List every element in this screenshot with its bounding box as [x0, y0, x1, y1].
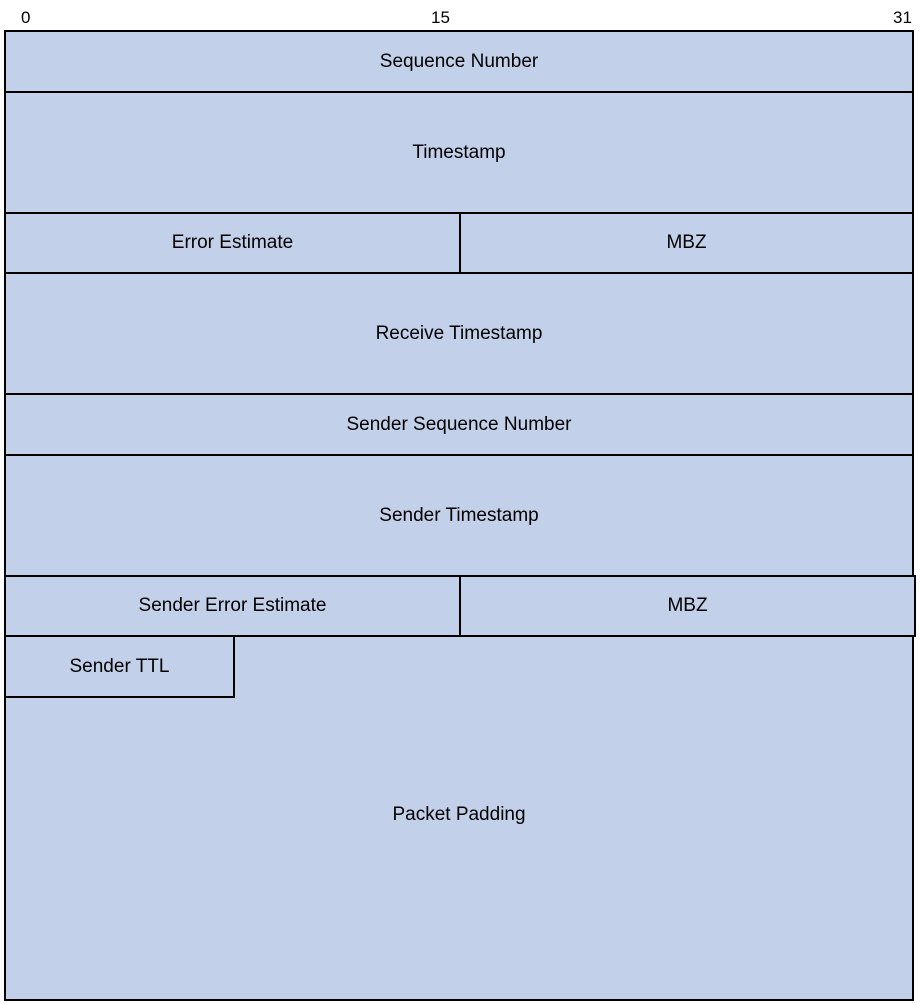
field-label: Sequence Number — [379, 50, 539, 72]
field-label: MBZ — [667, 595, 708, 616]
packet-padding-label: Packet Padding — [392, 804, 526, 825]
bit-label-0: 0 — [21, 8, 31, 27]
field-receive-timestamp: Receive Timestamp — [4, 272, 914, 395]
field-label: Error Estimate — [171, 232, 294, 253]
field-timestamp: Timestamp — [4, 91, 914, 214]
field-label: Sender TTL — [69, 655, 170, 677]
field-label: MBZ — [666, 232, 707, 253]
field-mbz-1: MBZ — [459, 212, 914, 274]
field-label: Sender Error Estimate — [138, 595, 327, 616]
bit-label-15: 15 — [431, 8, 450, 27]
field-label: Receive Timestamp — [375, 322, 543, 344]
field-label: Sender Sequence Number — [346, 413, 572, 435]
field-sequence-number: Sequence Number — [4, 30, 914, 93]
field-sender-timestamp: Sender Timestamp — [4, 454, 914, 577]
field-label: Timestamp — [412, 141, 506, 163]
field-sender-ttl: Sender TTL — [4, 635, 235, 698]
bit-label-31: 31 — [893, 8, 912, 27]
field-sender-error-estimate: Sender Error Estimate — [4, 575, 461, 637]
field-error-estimate: Error Estimate — [4, 212, 461, 274]
field-mbz-2: MBZ — [459, 575, 916, 637]
field-sender-sequence-number: Sender Sequence Number — [4, 393, 914, 456]
field-label: Sender Timestamp — [379, 504, 539, 526]
